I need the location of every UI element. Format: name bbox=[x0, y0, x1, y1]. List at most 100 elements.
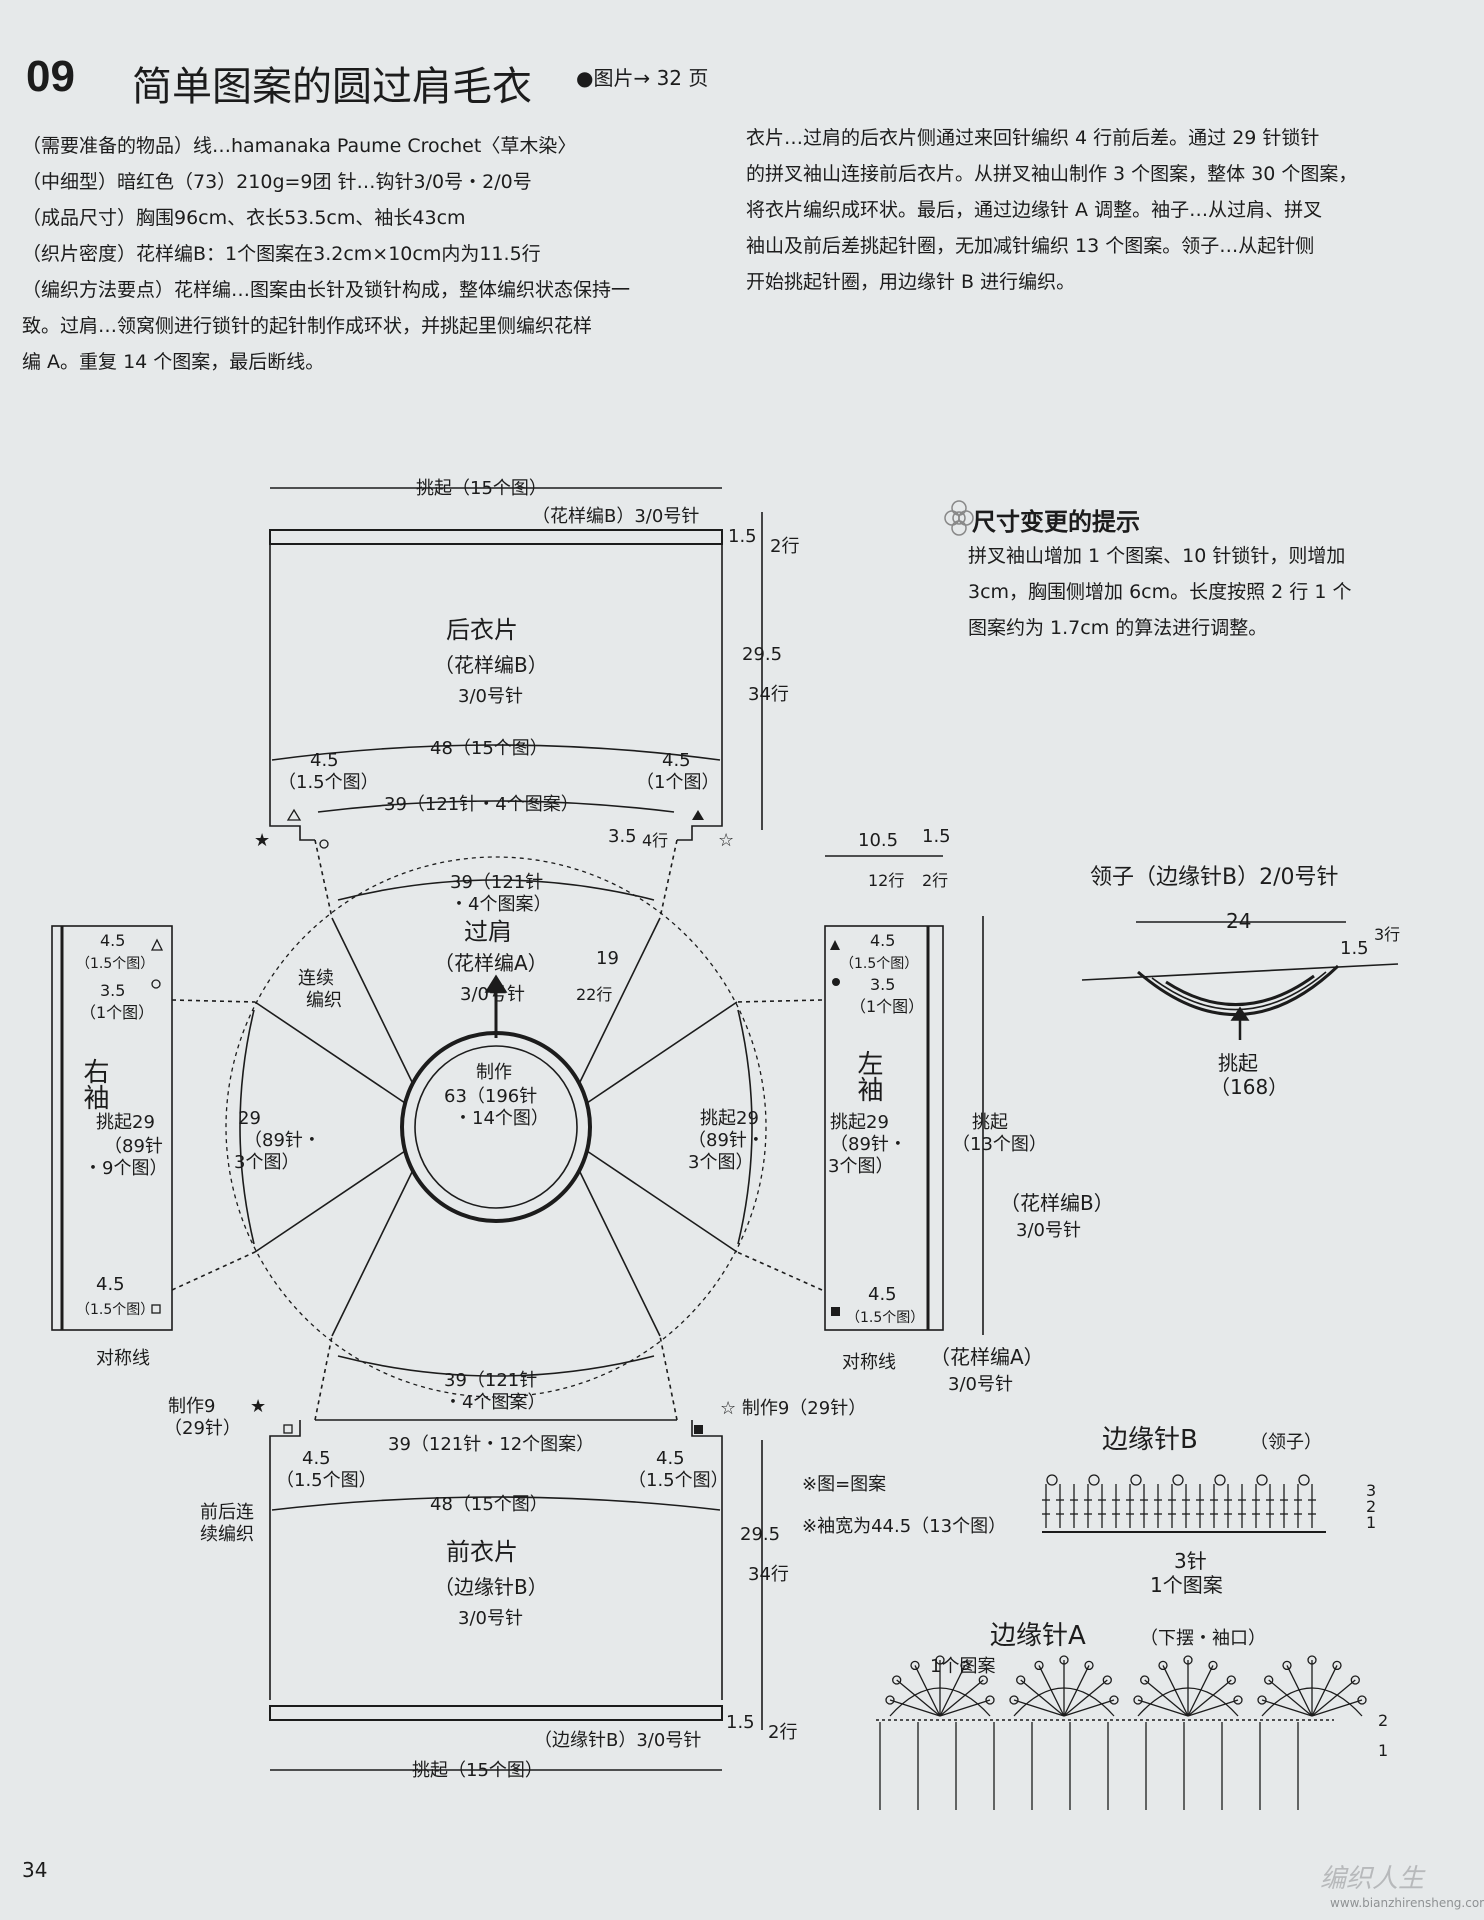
yoke-right-size-3: 3个图） bbox=[688, 1152, 753, 1173]
stitch-mark bbox=[1187, 1679, 1232, 1717]
yoke-side: 19 bbox=[596, 948, 619, 969]
back-piece-name: 后衣片 bbox=[446, 616, 518, 644]
yoke-right-size-2: （89针・ bbox=[688, 1130, 765, 1151]
front-left-size: 4.5 bbox=[302, 1448, 331, 1469]
lsleeve-edge-width: 1.5 bbox=[922, 826, 951, 847]
rsleeve-bottom-size-sub: （1.5个图） bbox=[76, 1302, 154, 1318]
front-pickup-label: 挑起（15个图） bbox=[412, 1760, 543, 1781]
lsleeve-edge-rows: 2行 bbox=[922, 871, 948, 890]
edging-b-row: 1 bbox=[1366, 1513, 1376, 1532]
lsleeve-symmetry: 对称线 bbox=[842, 1352, 896, 1373]
front-width-arc bbox=[271, 1496, 721, 1511]
back-pattern: （花样编B） bbox=[434, 653, 548, 677]
front-piece-name: 前衣片 bbox=[446, 1538, 518, 1566]
yoke-right-arc bbox=[737, 1009, 753, 1245]
chain-mark bbox=[1357, 1695, 1367, 1705]
left-sleeve bbox=[824, 925, 944, 1331]
lsleeve-mid-size-sub: （1个图） bbox=[850, 997, 924, 1016]
stitch-mark bbox=[1013, 1699, 1065, 1717]
edging-a-row: 1 bbox=[1378, 1741, 1388, 1760]
stitch-mark bbox=[1063, 1679, 1108, 1717]
size-hint-title: 尺寸变更的提示 bbox=[972, 508, 1140, 536]
chain-mark bbox=[1133, 1695, 1143, 1705]
text-line: （织片密度）花样编B：1个图案在3.2cm×10cm内为11.5行 bbox=[22, 243, 541, 265]
yoke-link bbox=[314, 1335, 333, 1421]
yoke-outer-circle bbox=[225, 856, 767, 1398]
lsleeve-pickup-3: 3个图） bbox=[828, 1156, 893, 1177]
yoke-seam bbox=[586, 1150, 738, 1253]
collar-curve bbox=[1165, 974, 1315, 1006]
yoke-seam bbox=[331, 917, 414, 1085]
watermark: 编织人生 bbox=[1320, 1864, 1425, 1894]
chain-mark bbox=[1257, 1695, 1267, 1705]
watermark-url: www.bianzhirensheng.com bbox=[1330, 1896, 1484, 1910]
chain-mark bbox=[910, 1660, 920, 1671]
chain-mark bbox=[1034, 1660, 1044, 1671]
yoke-left-size: 29 bbox=[238, 1108, 261, 1129]
chain-mark bbox=[885, 1695, 895, 1705]
stitch-mark bbox=[914, 1665, 941, 1717]
text-line: 致。过肩…领窝侧进行锁针的起针制作成环状，并挑起里侧编织花样 bbox=[22, 315, 593, 337]
rsleeve-name: 右袖 bbox=[79, 1058, 109, 1110]
stitch-mark bbox=[1020, 1679, 1065, 1717]
chain-mark bbox=[960, 1660, 970, 1671]
front-make-right: ☆ 制作9（29针） bbox=[720, 1398, 866, 1419]
lsleeve-pickup-label-2: （13个图） bbox=[952, 1134, 1047, 1155]
chain-mark bbox=[1102, 1675, 1112, 1685]
lsleeve-top-size-sub: （1.5个图） bbox=[840, 956, 918, 972]
sleeve-link bbox=[736, 1251, 823, 1291]
back-right-size: 4.5 bbox=[662, 750, 691, 771]
lsleeve-bottom-size-sub: （1.5个图） bbox=[846, 1310, 924, 1326]
yoke-link bbox=[314, 839, 333, 919]
yoke-continuous: 连续 bbox=[298, 968, 334, 989]
rsleeve-pickup: 挑起29 bbox=[96, 1112, 155, 1133]
edging-b-subtitle: （领子） bbox=[1250, 1432, 1322, 1453]
collar-arrowhead bbox=[1230, 1006, 1250, 1021]
back-step-rows: 4行 bbox=[642, 831, 668, 850]
edging-a-title: 边缘针A bbox=[990, 1621, 1086, 1651]
rsleeve-mid-size: 3.5 bbox=[100, 981, 125, 1000]
lsleeve-pickup-2: （89针・ bbox=[830, 1134, 907, 1155]
text-line: （需要准备的物品）线…hamanaka Paume Crochet〈草木染〉 bbox=[22, 135, 577, 157]
text-line: 图案约为 1.7cm 的算法进行调整。 bbox=[968, 617, 1268, 639]
yoke-left-arc bbox=[239, 1009, 255, 1245]
rsleeve-symmetry: 对称线 bbox=[96, 1348, 150, 1369]
front-border-label: （边缘针B）3/0号针 bbox=[534, 1730, 701, 1751]
text-line: 拼叉袖山增加 1 个图案、10 针锁针，则增加 bbox=[968, 545, 1346, 567]
stitch-mark bbox=[1038, 1665, 1065, 1717]
lsleeve-pattern-a-needle: 3/0号针 bbox=[948, 1374, 1013, 1395]
rsleeve-top-size: 4.5 bbox=[100, 931, 125, 950]
yoke-left-size-2: （89针・ bbox=[244, 1130, 321, 1151]
stitch-mark bbox=[1137, 1699, 1189, 1717]
collar-curve bbox=[1137, 964, 1340, 1016]
direction-arrowhead bbox=[484, 974, 508, 993]
stitch-mark bbox=[1162, 1665, 1189, 1717]
lsleeve-pickup-label: 挑起 bbox=[972, 1112, 1008, 1133]
front-right-size-sub: （1.5个图） bbox=[628, 1470, 729, 1491]
note-figure: ※图=图案 bbox=[802, 1474, 886, 1495]
collar-pickup-line bbox=[1081, 963, 1399, 981]
neck-make: 制作 bbox=[476, 1062, 512, 1083]
square-filled-marker bbox=[831, 1307, 840, 1316]
lsleeve-rows: 12行 bbox=[868, 871, 904, 890]
back-right-size-sub: （1个图） bbox=[636, 772, 719, 793]
front-continuous: 前后连 bbox=[200, 1502, 254, 1523]
yoke-name: 过肩 bbox=[464, 918, 512, 946]
chain-mark bbox=[1016, 1675, 1026, 1685]
note-sleeve-width: ※袖宽为44.5（13个图） bbox=[802, 1516, 1006, 1537]
front-rows: 34行 bbox=[748, 1564, 789, 1585]
lsleeve-pickup: 挑起29 bbox=[830, 1112, 889, 1133]
yoke-needle: 3/0号针 bbox=[460, 984, 525, 1005]
sleeve-link bbox=[736, 999, 823, 1003]
chain-mark bbox=[1226, 1675, 1236, 1685]
back-bottom-arc bbox=[317, 800, 675, 813]
star-icon: ★ bbox=[254, 830, 270, 851]
triangle-filled-marker bbox=[830, 940, 840, 950]
square-marker bbox=[151, 1304, 161, 1314]
picot-mark bbox=[1046, 1474, 1058, 1486]
stitch-mark bbox=[939, 1679, 984, 1717]
edging-b-row: 3 bbox=[1366, 1481, 1376, 1500]
yoke-bottom-arc bbox=[337, 1355, 655, 1377]
yoke-top-label: 39（121针 bbox=[450, 872, 543, 893]
back-right-edge bbox=[677, 544, 723, 841]
